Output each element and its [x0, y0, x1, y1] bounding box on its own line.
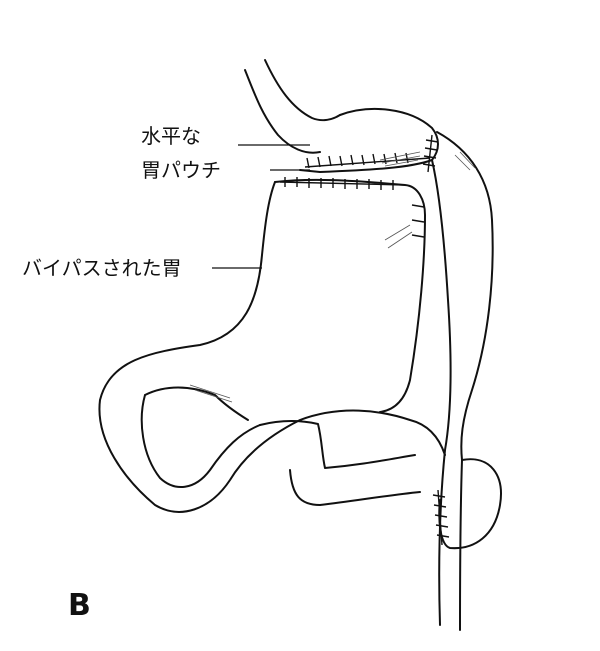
bypassed-stomach-top: [274, 178, 426, 413]
esophagus: [244, 69, 321, 154]
roux-limb-left: [431, 159, 452, 626]
antrum-inner: [140, 394, 261, 489]
label-bypassed-stomach: バイパスされた胃: [22, 256, 182, 280]
leader-lines: [212, 144, 310, 269]
staple-lines: [279, 134, 450, 546]
shading: [189, 151, 476, 403]
gastric-pouch: [299, 107, 439, 173]
label-horizontal: 水平な: [141, 124, 201, 148]
esophagus-inner: [264, 59, 341, 122]
bypassed-stomach: [98, 181, 446, 513]
greater-curve-inner: [144, 386, 249, 421]
roux-limb-right: [436, 131, 494, 631]
label-gastric-pouch: 胃パウチ: [141, 158, 221, 182]
anastomosis-loop: [438, 458, 502, 550]
duodenum-top: [259, 420, 416, 469]
duodenum-bottom: [289, 469, 421, 506]
panel-letter: B: [68, 588, 91, 623]
